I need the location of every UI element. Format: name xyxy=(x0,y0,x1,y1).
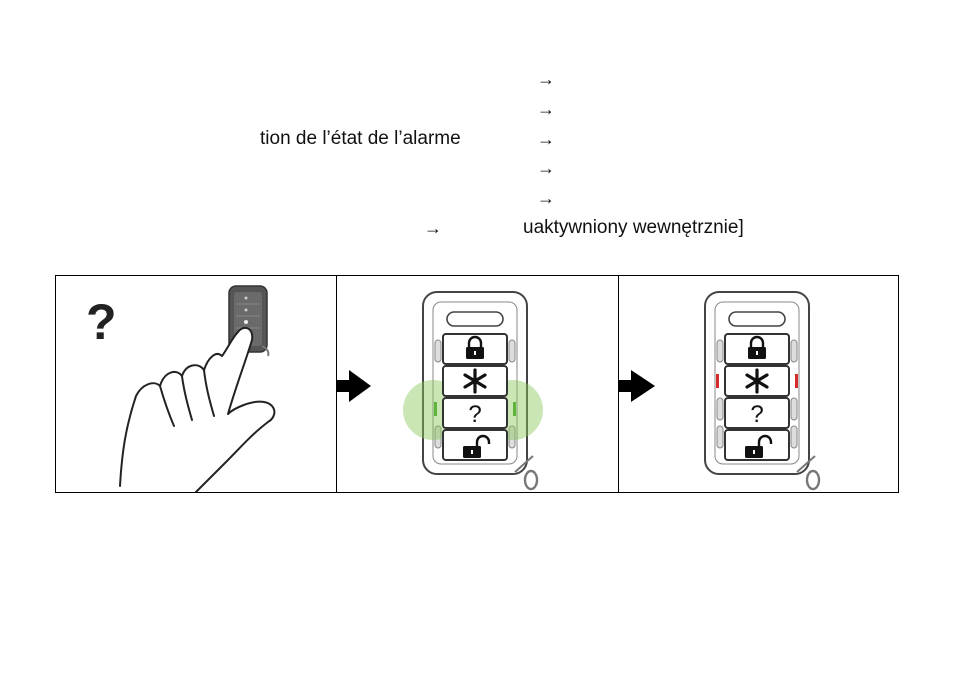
question-icon: ? xyxy=(468,401,481,428)
arrow-icon: → xyxy=(537,158,555,178)
text-line-internal-armed: uaktywniony wewnętrznie] xyxy=(523,217,744,238)
lock-closed-icon xyxy=(466,335,484,359)
arrow-icon: → xyxy=(424,218,442,238)
arrow-icon: → xyxy=(537,69,555,89)
hand-pressing-fob-illustration xyxy=(119,285,276,492)
lock-open-icon xyxy=(745,434,773,458)
lock-open-icon xyxy=(463,434,491,458)
panel-fob-red-indicators: ? xyxy=(619,276,897,492)
arrow-icon: → xyxy=(537,188,555,208)
panel-fob-green-indicators: ? xyxy=(337,276,619,492)
asterisk-icon xyxy=(463,368,487,394)
fob-red-illustration: ? xyxy=(619,291,821,491)
question-mark-symbol: ? xyxy=(86,294,117,350)
lock-closed-icon xyxy=(748,335,766,359)
fob-green-illustration: ? xyxy=(337,291,543,491)
arrow-icon: → xyxy=(537,129,555,149)
panel-press-button: ? xyxy=(56,276,337,492)
text-line-alarm-status: tion de l’état de l’alarme xyxy=(260,128,461,149)
question-icon: ? xyxy=(750,401,763,428)
illustration-strip: ? xyxy=(55,275,899,493)
asterisk-icon xyxy=(745,368,769,394)
arrow-icon: → xyxy=(537,99,555,119)
